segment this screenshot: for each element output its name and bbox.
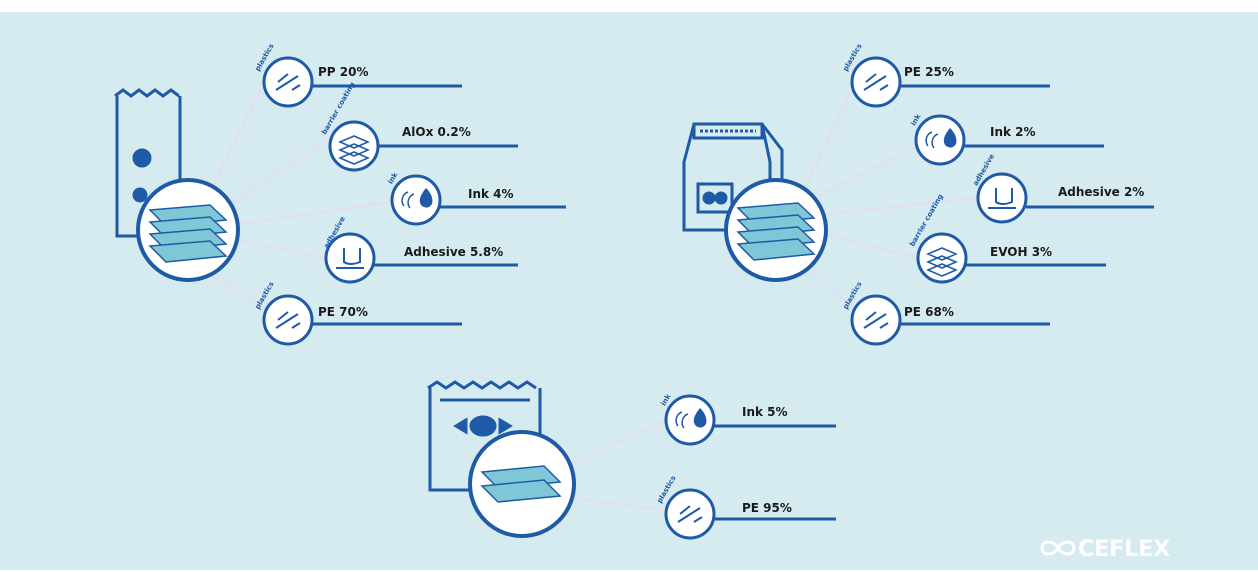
layer-item: plastics PE 70% bbox=[254, 280, 462, 346]
layer-item: plastics PE 68% bbox=[842, 280, 1050, 346]
connector-lines bbox=[805, 85, 979, 307]
layer-label: Adhesive 5.8% bbox=[404, 245, 503, 259]
layer-item: ink Ink 5% bbox=[660, 392, 836, 446]
layer-stack-magnifier bbox=[468, 430, 576, 538]
layer-item: plastics PE 25% bbox=[842, 42, 1050, 108]
layer-label: Ink 2% bbox=[990, 125, 1036, 139]
layer-item: adhesive Adhesive 5.8% bbox=[322, 215, 518, 284]
layer-stack-magnifier bbox=[136, 178, 240, 282]
diagram-candy-wrapper: ink Ink 5% plastics PE 95% bbox=[427, 380, 836, 540]
ink-drop-icon bbox=[664, 394, 716, 446]
layer-label: PE 70% bbox=[318, 305, 368, 319]
layer-label: Ink 4% bbox=[468, 187, 514, 201]
layer-item: plastics PP 20% bbox=[254, 42, 462, 108]
layer-label: EVOH 3% bbox=[990, 245, 1052, 259]
layer-label: Adhesive 2% bbox=[1058, 185, 1144, 199]
layer-label: Ink 5% bbox=[742, 405, 788, 419]
layer-item: ink Ink 2% bbox=[910, 112, 1104, 166]
coffee-bag-package-icon bbox=[682, 122, 784, 232]
ceflex-logo: CEFLEX bbox=[1040, 537, 1170, 562]
layer-label: PP 20% bbox=[318, 65, 369, 79]
connector-lines bbox=[567, 419, 667, 511]
infinity-logo-icon bbox=[1040, 540, 1076, 556]
connector-lines bbox=[205, 85, 393, 307]
diagram-coffee-bag: plastics PE 25% ink Ink 2% adhesive Adhe… bbox=[682, 42, 1154, 346]
adhesive-icon bbox=[324, 232, 376, 284]
background-panel bbox=[0, 12, 1258, 570]
layer-label: AlOx 0.2% bbox=[402, 125, 471, 139]
ink-drop-icon bbox=[914, 114, 966, 166]
ink-drop-icon bbox=[390, 174, 442, 226]
layer-stack-magnifier bbox=[724, 178, 828, 282]
layer-item: ink Ink 4% bbox=[387, 171, 566, 226]
adhesive-icon bbox=[976, 172, 1028, 224]
layer-item: adhesive Adhesive 2% bbox=[972, 152, 1154, 224]
layer-label: PE 68% bbox=[904, 305, 954, 319]
diagram-pouch: plastics PP 20% barrier coating AlOx 0.2… bbox=[114, 42, 566, 346]
layer-label: PE 25% bbox=[904, 65, 954, 79]
logo-text: CEFLEX bbox=[1078, 537, 1170, 562]
layer-label: PE 95% bbox=[742, 501, 792, 515]
